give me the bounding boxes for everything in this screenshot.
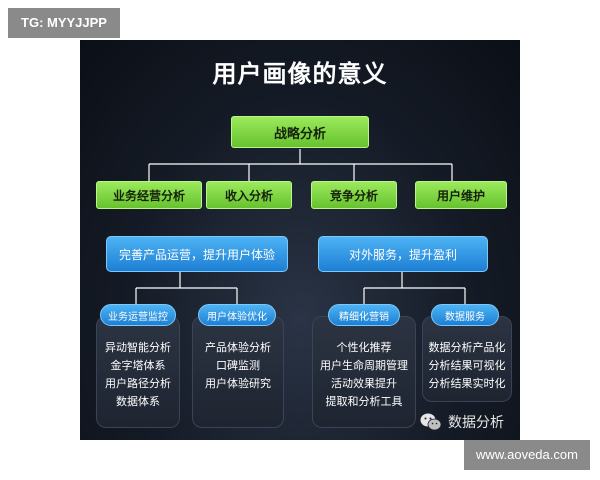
group-item: 用户体验研究	[205, 377, 271, 390]
root-node: 战略分析	[231, 116, 369, 148]
brand-name: 数据分析	[448, 415, 504, 431]
group-item: 用户路径分析	[105, 377, 171, 390]
level1-node: 竞争分析	[311, 181, 397, 209]
group-label: 数据服务	[431, 304, 499, 326]
group-item: 数据体系	[116, 395, 160, 408]
diagram-title: 用户画像的意义	[212, 60, 388, 88]
group-label: 用户体验优化	[198, 304, 276, 326]
group-card: 数据分析产品化 分析结果可视化 分析结果实时化	[422, 316, 512, 402]
group-label: 业务运营监控	[100, 304, 176, 326]
group-item: 口碑监测	[216, 359, 260, 372]
group-item: 提取和分析工具	[325, 395, 403, 408]
group-item: 数据分析产品化	[428, 341, 506, 354]
group-card: 产品体验分析 口碑监测 用户体验研究	[192, 316, 284, 428]
level1-node: 用户维护	[415, 181, 507, 209]
level1-node: 业务经营分析	[96, 181, 202, 209]
group-item: 金字塔体系	[110, 359, 166, 372]
group-item: 个性化推荐	[336, 341, 392, 354]
watermark-bottom-label: www.aoveda.com	[464, 440, 590, 470]
group-item: 分析结果可视化	[428, 359, 506, 372]
watermark-top-label: TG: MYYJJPP	[8, 8, 120, 38]
level2-node: 对外服务，提升盈利	[318, 236, 488, 272]
brand-mark: 数据分析	[420, 412, 504, 432]
diagram-poster: 用户画像的意义 战略分析 业务经营分析 收入分析 竞争分析 用户维护 完善产品运…	[80, 40, 520, 440]
level2-node: 完善产品运营，提升用户体验	[106, 236, 288, 272]
group-item: 分析结果实时化	[428, 377, 506, 390]
group-item: 活动效果提升	[331, 377, 397, 390]
group-item: 产品体验分析	[205, 341, 271, 354]
level1-node: 收入分析	[206, 181, 292, 209]
group-card: 个性化推荐 用户生命周期管理 活动效果提升 提取和分析工具	[312, 316, 416, 428]
group-label: 精细化营销	[328, 304, 400, 326]
connector-lines	[135, 149, 466, 304]
wechat-icon	[420, 413, 442, 431]
group-item: 用户生命周期管理	[320, 359, 408, 372]
group-item: 异动智能分析	[105, 341, 171, 354]
group-card: 异动智能分析 金字塔体系 用户路径分析 数据体系	[96, 316, 180, 428]
